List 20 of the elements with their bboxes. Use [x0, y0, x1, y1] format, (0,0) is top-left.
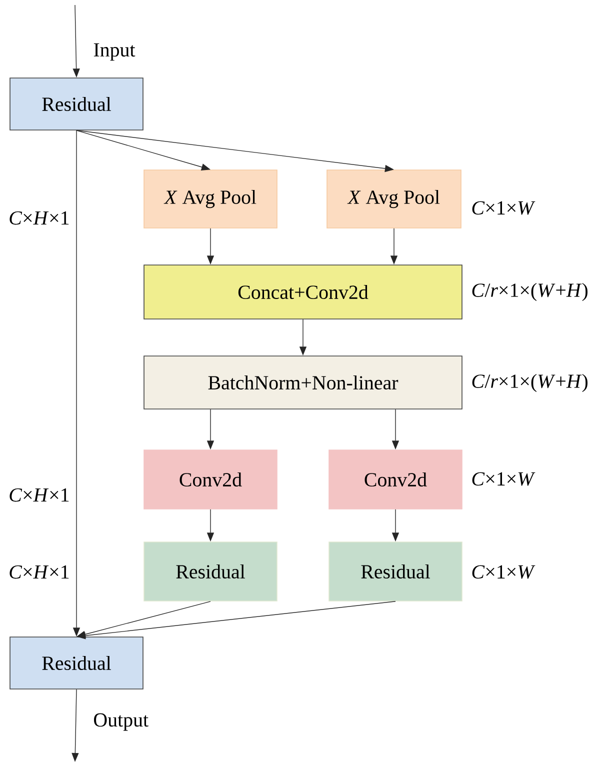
residual-box: Residual — [10, 636, 144, 690]
dimension-label: C×H×1 — [10, 211, 69, 225]
residual-box: Residual — [328, 542, 462, 602]
dimension-label: C×H×1 — [10, 565, 69, 579]
dimension-label: C×1×W — [472, 565, 536, 579]
dimension-label: C×H×1 — [10, 488, 69, 502]
conv-box: Conv2d — [328, 450, 462, 510]
pool-box: X Avg Pool — [144, 170, 278, 228]
pool-box: X Avg Pool — [326, 170, 462, 228]
norm-box: BatchNorm+Non-linear — [144, 356, 462, 410]
conv-box: Conv2d — [144, 450, 278, 510]
residual-box: Residual — [10, 78, 144, 130]
dimension-label: C/r×1×(W+H) — [472, 374, 588, 392]
edge-label: Input — [94, 43, 136, 61]
dimension-label: C/r×1×(W+H) — [472, 282, 588, 302]
dimension-label: C×1×W — [472, 201, 536, 215]
conv-box: Concat+Conv2d — [144, 264, 462, 320]
dimension-label: C×1×W — [472, 472, 536, 486]
edge-label: Output — [94, 713, 148, 731]
residual-box: Residual — [144, 542, 278, 602]
